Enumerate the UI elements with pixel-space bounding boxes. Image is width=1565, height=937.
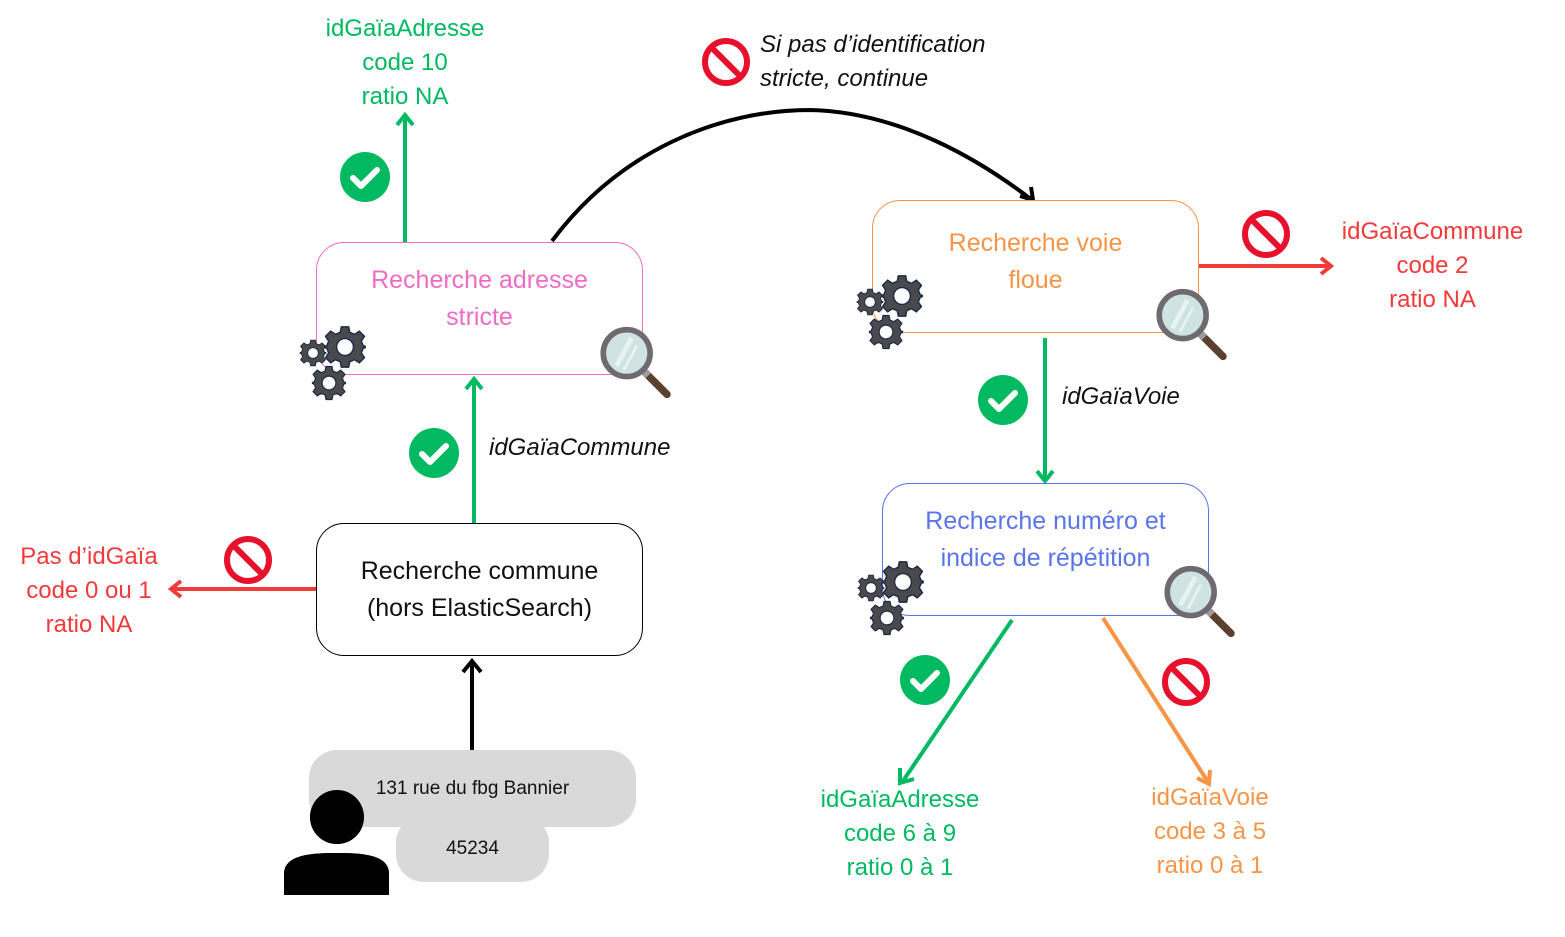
outcome-id: idGaïaAdresse — [325, 15, 485, 42]
node-label-line2: stricte — [446, 302, 513, 331]
gears-icon — [857, 561, 924, 636]
node-label-line1: Recherche commune — [360, 556, 599, 585]
outcome-id: idGaïaCommune — [1341, 218, 1524, 245]
arrow-stricte-success — [395, 111, 415, 243]
magnifier-icon — [1153, 287, 1233, 362]
postcode-value: 45234 — [446, 837, 499, 859]
check-circle-icon — [340, 152, 390, 202]
address-input-pill: 131 rue du fbg Bannier — [309, 750, 636, 827]
outcome-voie-not-found: idGaïaCommune code 2 ratio NA — [1330, 215, 1535, 317]
arrow-input-to-commune — [461, 657, 483, 750]
arrow-voie-to-numero — [1035, 338, 1055, 485]
edge-label-idgaia-commune: idGaïaCommune — [489, 434, 671, 461]
check-circle-icon — [900, 655, 950, 705]
magnifier-icon — [597, 325, 677, 400]
node-label-line1: Recherche numéro et — [925, 506, 1166, 535]
postcode-input-pill: 45234 — [396, 815, 549, 882]
gears-icon — [299, 326, 366, 401]
forbidden-icon — [1165, 661, 1207, 703]
node-label-line2: indice de répétition — [940, 543, 1151, 572]
outcome-id: idGaïaVoie — [1151, 784, 1269, 811]
node-label-line2: (hors ElasticSearch) — [366, 593, 593, 622]
check-circle-icon — [978, 375, 1028, 425]
node-label-line2: floue — [1008, 265, 1063, 294]
outcome-ratio: ratio 0 à 1 — [846, 854, 954, 881]
outcome-code: code 0 ou 1 — [26, 577, 152, 604]
outcome-id: Pas d’idGaïa — [20, 543, 158, 570]
outcome-numero-not-found: idGaïaVoie code 3 à 5 ratio 0 à 1 — [1120, 781, 1300, 883]
outcome-no-commune: Pas d’idGaïa code 0 ou 1 ratio NA — [0, 540, 178, 642]
node-recherche-adresse-stricte[interactable]: Recherche adresse stricte — [316, 242, 643, 375]
user-icon-front — [284, 790, 389, 895]
outcome-code: code 2 — [1396, 252, 1469, 279]
outcome-ratio: ratio NA — [361, 83, 449, 110]
outcome-numero-found: idGaïaAdresse code 6 à 9 ratio 0 à 1 — [800, 783, 1000, 885]
node-label-line1: Recherche voie — [948, 228, 1123, 257]
gears-icon — [856, 275, 923, 350]
arrow-commune-to-stricte — [464, 375, 484, 523]
forbidden-icon — [227, 539, 269, 581]
magnifier-icon — [1161, 564, 1241, 639]
node-recherche-commune[interactable]: Recherche commune (hors ElasticSearch) — [316, 523, 643, 656]
outcome-code: code 3 à 5 — [1153, 818, 1267, 845]
edge-label-idgaia-voie: idGaïaVoie — [1062, 383, 1180, 410]
outcome-code: code 10 — [362, 49, 448, 76]
outcome-code: code 6 à 9 — [843, 820, 957, 847]
outcome-ratio: ratio 0 à 1 — [1156, 852, 1264, 879]
node-recherche-voie-floue[interactable]: Recherche voie floue — [872, 200, 1199, 333]
outcome-ratio: ratio NA — [45, 611, 133, 638]
edge-label-continue-line1: Si pas d’identification — [760, 31, 986, 58]
arrow-numero-success — [898, 618, 1014, 786]
outcome-ratio: ratio NA — [1389, 286, 1476, 313]
arrow-commune-failure — [167, 579, 316, 599]
forbidden-icon — [1245, 213, 1287, 255]
address-value: 131 rue du fbg Bannier — [375, 777, 570, 799]
arrow-voie-failure — [1199, 256, 1335, 276]
check-circle-icon — [409, 428, 459, 478]
outcome-strict-found: idGaïaAdresse code 10 ratio NA — [305, 12, 505, 114]
outcome-id: idGaïaAdresse — [820, 786, 980, 813]
arrow-numero-failure — [1101, 616, 1212, 788]
forbidden-icon — [705, 41, 747, 83]
node-recherche-numero[interactable]: Recherche numéro et indice de répétition — [882, 483, 1209, 616]
node-label-line1: Recherche adresse — [371, 265, 588, 294]
edge-label-continue-line2: stricte, continue — [760, 65, 929, 92]
